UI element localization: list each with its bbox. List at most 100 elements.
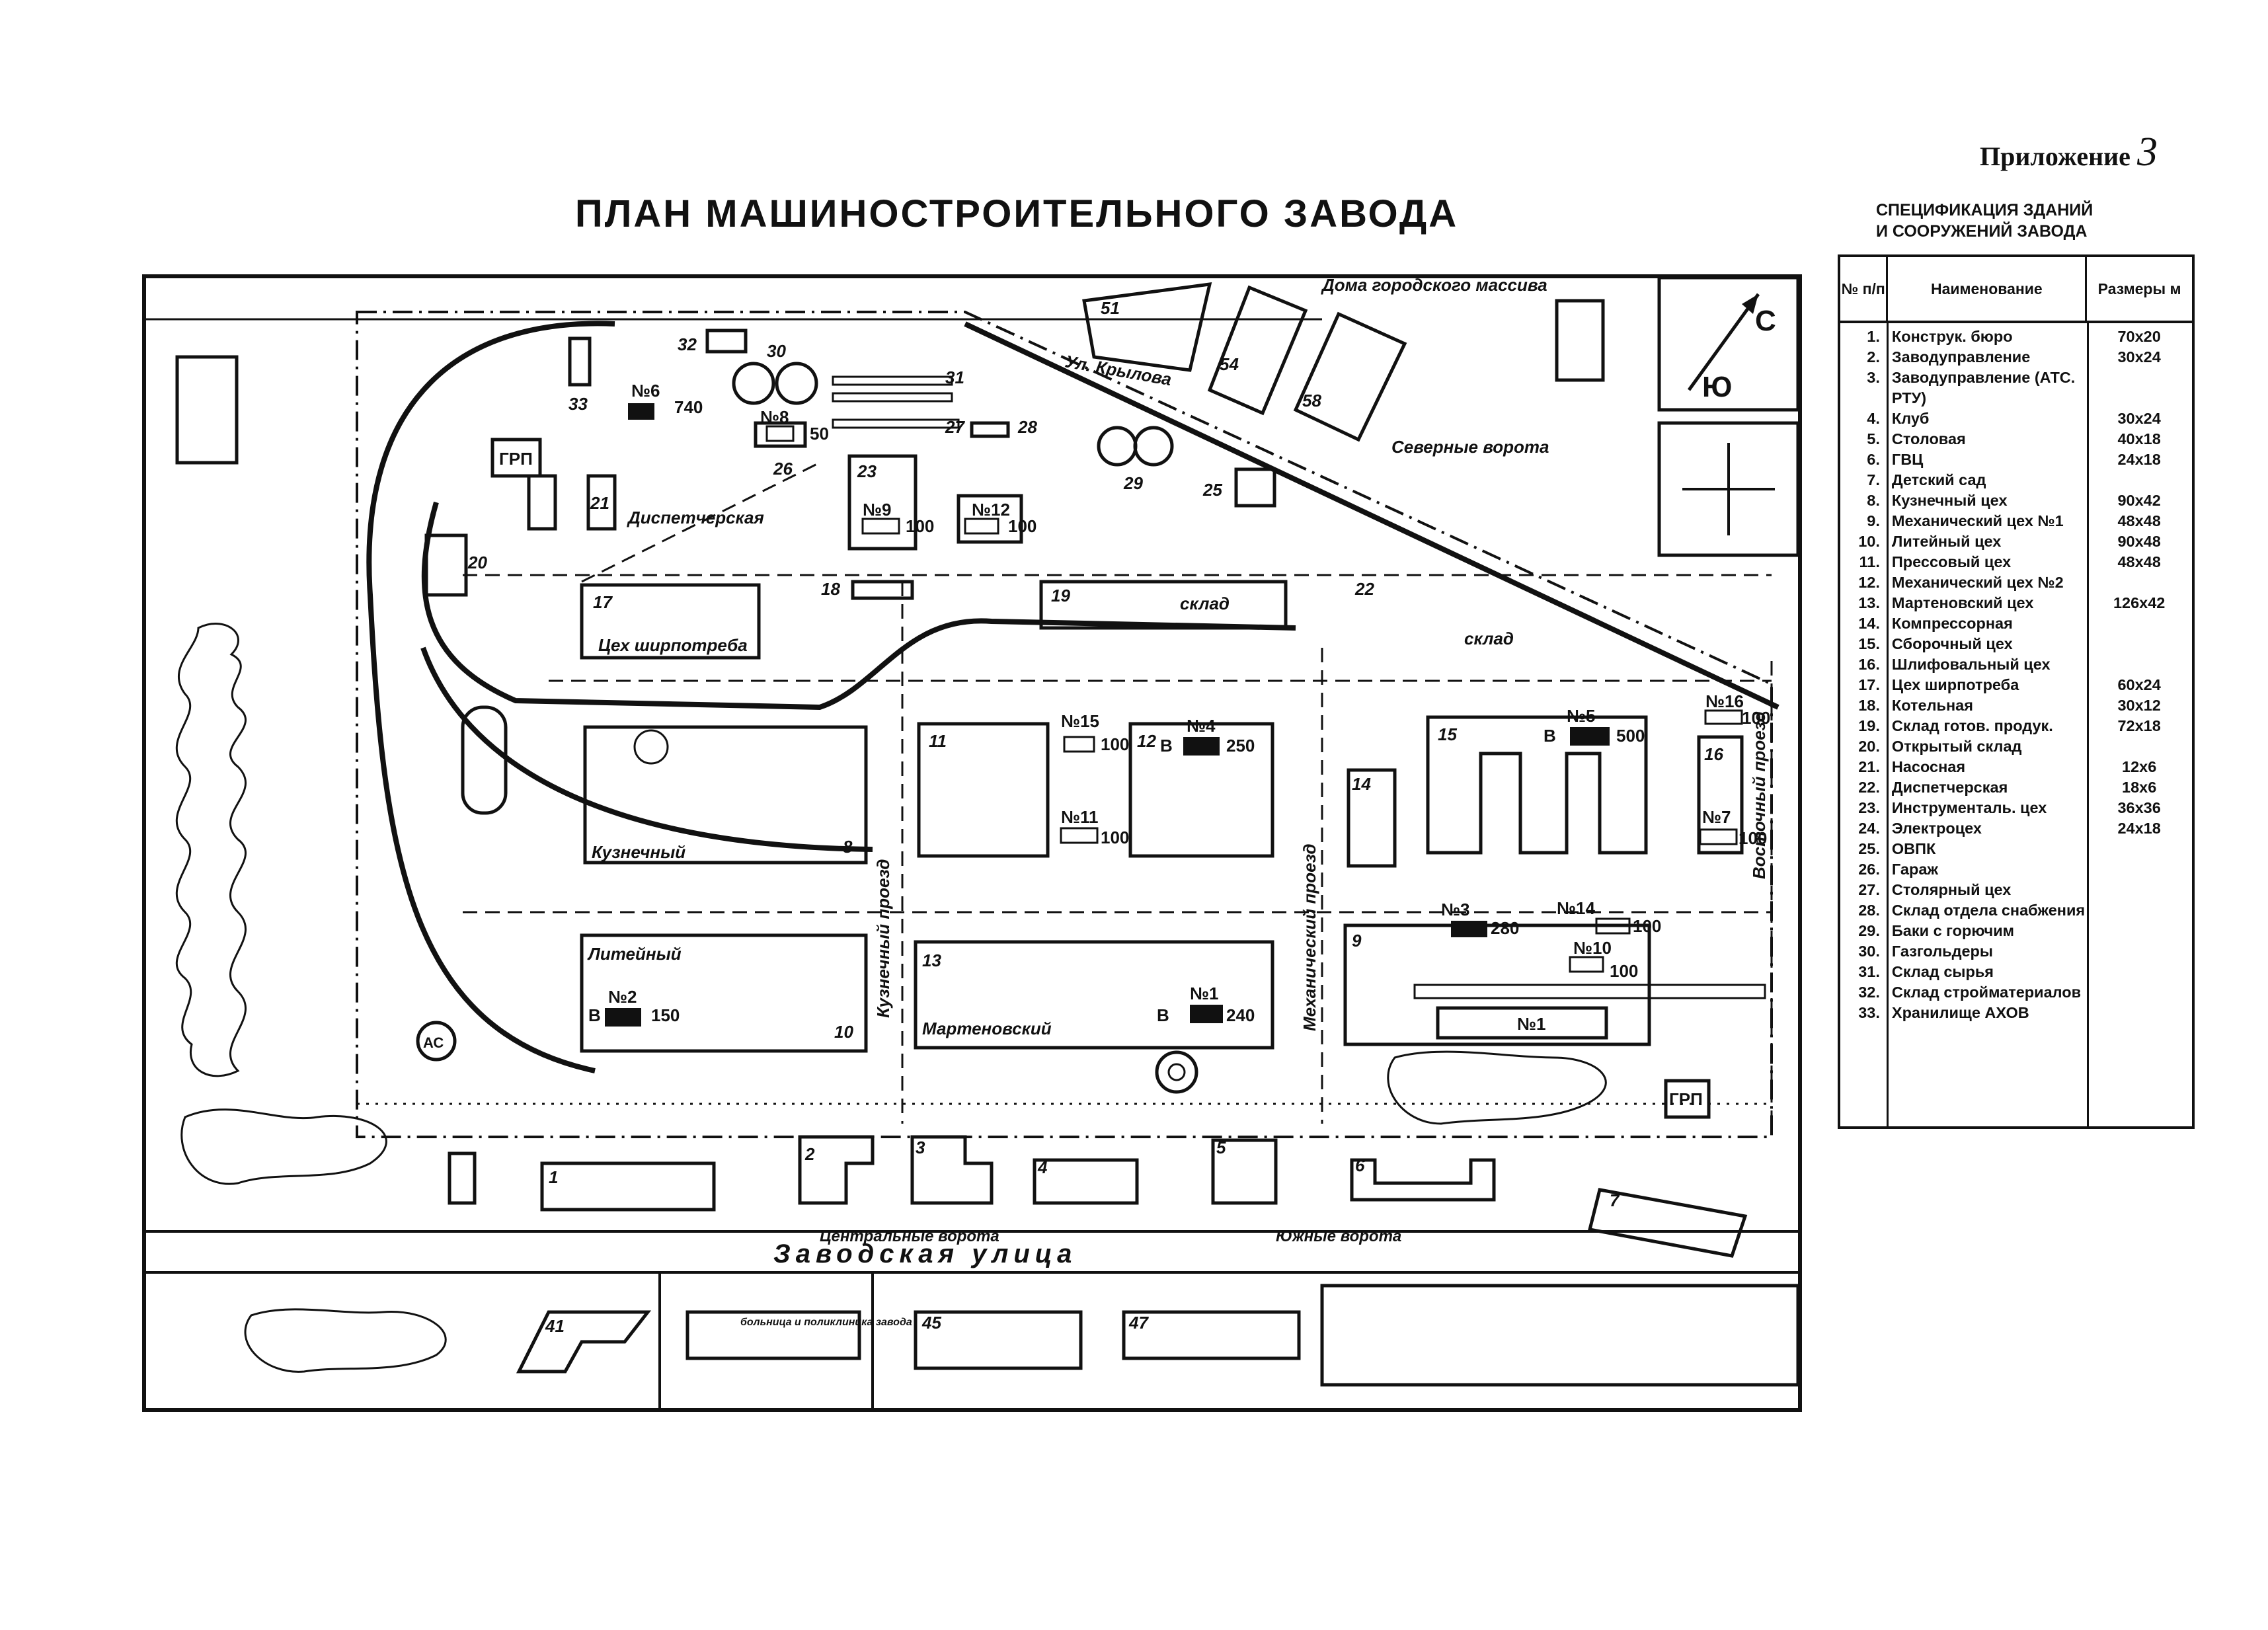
spec-row-number: 32. bbox=[1858, 984, 1880, 1001]
spec-row: 15. Сборочный цех bbox=[1840, 634, 2192, 654]
building-16-number: 16 bbox=[1704, 744, 1723, 764]
compass-south: Ю bbox=[1702, 371, 1732, 403]
shelter-7-box bbox=[1699, 828, 1738, 845]
spec-row-size: 90х48 bbox=[2117, 533, 2161, 550]
building-11-number: 11 bbox=[929, 731, 947, 751]
spec-row-size bbox=[2086, 839, 2192, 859]
grp-north-box bbox=[490, 438, 542, 478]
liteyny-label: Литейный bbox=[587, 944, 682, 964]
shelter-2-id: №2 bbox=[608, 987, 637, 1007]
spec-row-number: 31. bbox=[1858, 963, 1880, 980]
shelter-6-cap: 740 bbox=[674, 397, 703, 417]
building-33-number: 33 bbox=[568, 394, 588, 414]
shelter-16-id: №16 bbox=[1705, 691, 1744, 711]
building-16 bbox=[1697, 735, 1744, 855]
spec-row-name: Сборочный цех bbox=[1891, 635, 2013, 652]
building-7-number: 7 bbox=[1610, 1190, 1620, 1210]
shelter-2-mark bbox=[605, 1008, 641, 1027]
shelter-14-box bbox=[1595, 917, 1631, 935]
spec-row-number: 10. bbox=[1858, 533, 1880, 550]
building-31a bbox=[832, 375, 953, 386]
shelter-3-mark bbox=[1451, 921, 1487, 937]
spec-col-num: № п/п bbox=[1840, 257, 1889, 321]
spec-row-name: Столовая bbox=[1891, 430, 1966, 447]
building-25-number: 25 bbox=[1202, 480, 1222, 500]
building-15-number: 15 bbox=[1438, 724, 1457, 744]
building-58 bbox=[1293, 311, 1407, 442]
shelter-5-cap: 500 bbox=[1616, 726, 1645, 746]
spec-row-number: 22. bbox=[1858, 779, 1880, 796]
spec-row-number: 23. bbox=[1858, 799, 1880, 816]
spec-title-line-2: И СООРУЖЕНИЙ ЗАВОДА bbox=[1876, 222, 2088, 241]
martenovsky-label: Мартеновский bbox=[922, 1019, 1052, 1038]
building-9-annex bbox=[1413, 984, 1766, 999]
spec-row-size bbox=[2086, 368, 2192, 408]
shelter-1-id: №1 bbox=[1190, 984, 1218, 1003]
building-58-number: 58 bbox=[1302, 391, 1321, 410]
shelter-7-cap: 100 bbox=[1739, 828, 1767, 848]
building-54-number: 54 bbox=[1220, 354, 1239, 374]
spec-row-name: Склад готов. продук. bbox=[1891, 717, 2053, 734]
compass-box bbox=[1657, 276, 1800, 412]
spec-row-name: Хранилище АХОВ bbox=[1891, 1004, 2029, 1021]
appendix-word: Приложение bbox=[1980, 141, 2131, 171]
spec-row-name: Прессовый цех bbox=[1891, 553, 2012, 570]
spec-row-number: 4. bbox=[1867, 410, 1880, 427]
building-1 bbox=[540, 1161, 716, 1212]
building-26-number: 26 bbox=[773, 459, 793, 479]
city-houses-label: Дома городского массива bbox=[1321, 275, 1547, 295]
shelter-1-v: В bbox=[1157, 1005, 1169, 1025]
spec-row: 20.Открытый склад bbox=[1840, 736, 2192, 757]
building-14 bbox=[1347, 768, 1397, 868]
spec-row: 27.Столярный цех bbox=[1840, 880, 2192, 900]
south-gate-label: Южные ворота bbox=[1276, 1227, 1401, 1245]
spec-col-name: Наименование bbox=[1888, 257, 2088, 321]
spec-row-size: 24х18 bbox=[2117, 451, 2161, 468]
kuznechny-label: Кузнечный bbox=[592, 842, 685, 862]
building-4 bbox=[1033, 1158, 1139, 1205]
spec-row-name: Гараж bbox=[1891, 861, 1939, 878]
shelter-3-id: №3 bbox=[1441, 900, 1469, 919]
shelter-8-id: №8 bbox=[760, 407, 789, 427]
mekhanichesky-proezd-label: Механический проезд bbox=[1300, 843, 1319, 1031]
spec-row: 12.Механический цех №2 bbox=[1840, 572, 2192, 593]
spec-row-number: 33. bbox=[1858, 1004, 1880, 1021]
building-41-number: 41 bbox=[545, 1316, 565, 1336]
spec-row-size: 12х6 bbox=[2122, 758, 2157, 775]
spec-row-size bbox=[2086, 900, 2192, 921]
spec-row-number: 12. bbox=[1858, 574, 1880, 591]
spec-row-name: Открытый склад bbox=[1891, 738, 2022, 755]
spec-row: 26.Гараж bbox=[1840, 859, 2192, 880]
building-27-number: 27 bbox=[945, 417, 965, 437]
building-12-number: 12 bbox=[1137, 731, 1156, 751]
building-54 bbox=[1207, 285, 1308, 416]
shelter-4-v: В bbox=[1160, 736, 1173, 756]
compass-north: С bbox=[1755, 305, 1776, 337]
building-18 bbox=[851, 580, 914, 600]
building-1-number: 1 bbox=[549, 1167, 558, 1187]
building-8 bbox=[583, 725, 868, 865]
sklad-2-label: склад bbox=[1464, 629, 1514, 648]
spec-row-number: 1. bbox=[1867, 328, 1880, 345]
spec-row-name: Газгольдеры bbox=[1891, 943, 1993, 960]
dispatcher-label: Диспетчерская bbox=[627, 508, 764, 527]
spec-row: 3.Заводуправление (АТС. РТУ) bbox=[1840, 368, 2192, 408]
building-32-number: 32 bbox=[678, 334, 697, 354]
spec-row-size bbox=[2086, 613, 2192, 634]
spec-title: СПЕЦИФИКАЦИЯ ЗДАНИЙ И СООРУЖЕНИЙ ЗАВОДА bbox=[1876, 200, 2167, 242]
spec-row-number: 15. bbox=[1858, 635, 1880, 652]
spec-row-size: 60х24 bbox=[2117, 676, 2161, 693]
building-13-number: 13 bbox=[922, 951, 941, 970]
spec-row-name: ГВЦ bbox=[1891, 451, 1924, 468]
tree-belt-east bbox=[1387, 1050, 1607, 1125]
factory-street-label: Заводская улица bbox=[773, 1239, 1077, 1268]
as-circle bbox=[416, 1021, 457, 1062]
spec-row-size bbox=[2086, 962, 2192, 982]
spec-row-size: 90х42 bbox=[2117, 492, 2161, 509]
